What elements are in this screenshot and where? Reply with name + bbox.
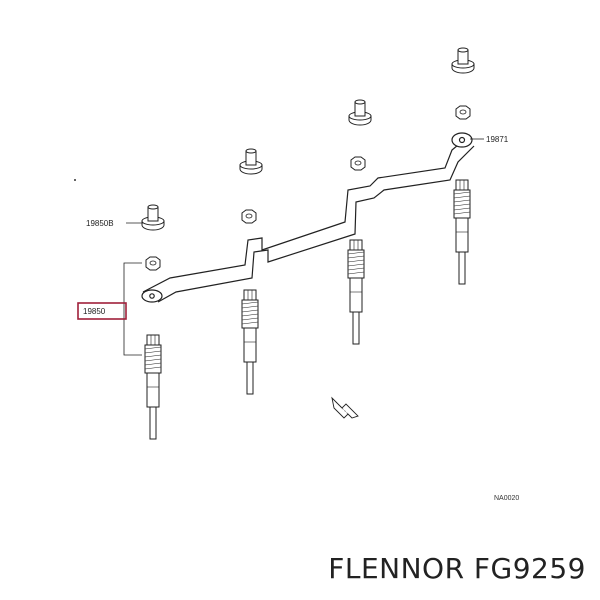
- nut-right: [455, 105, 471, 120]
- marker-dot: [74, 179, 76, 181]
- glow-plug-3: [347, 239, 365, 345]
- label-19850: 19850: [83, 307, 106, 316]
- highlight-box: [77, 302, 127, 320]
- reference-code: NA0020: [494, 495, 519, 502]
- label-19850b: 19850B: [86, 219, 114, 228]
- label-19871: 19871: [486, 135, 509, 144]
- front-arrow-icon: [331, 396, 359, 419]
- glow-plug-1: [144, 334, 162, 440]
- product-caption: FLENNOR FG9259: [328, 552, 586, 585]
- harness-bar: [141, 132, 475, 303]
- glow-plug-2: [241, 289, 259, 395]
- stud-left: [141, 204, 165, 231]
- nut-left: [145, 256, 161, 271]
- nut-middle: [241, 209, 257, 224]
- glow-plug-4: [453, 179, 471, 285]
- stud-middle: [239, 148, 263, 175]
- stud-top-right: [451, 47, 475, 74]
- bracket: [123, 262, 142, 356]
- nut-upper: [350, 156, 366, 171]
- stud-upper: [348, 99, 372, 126]
